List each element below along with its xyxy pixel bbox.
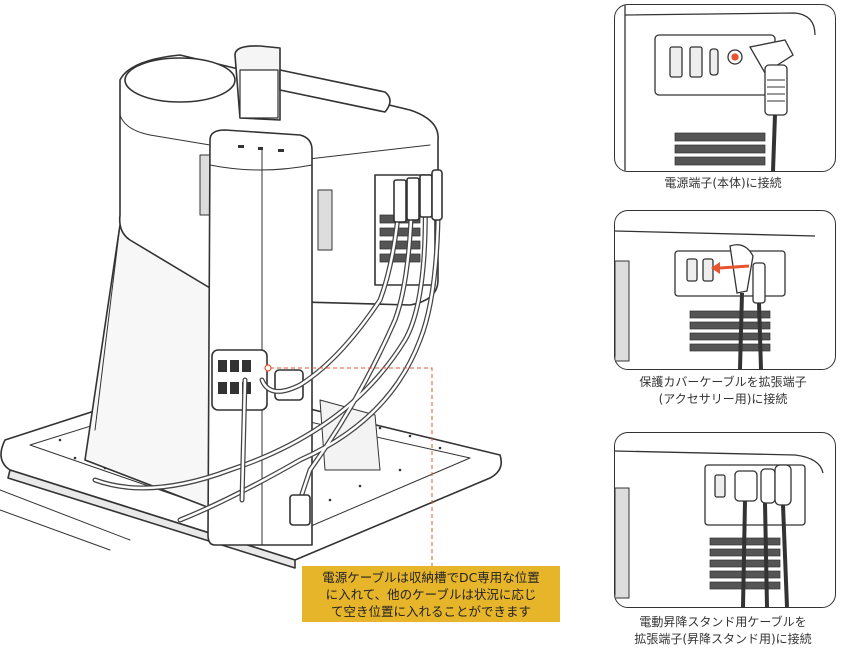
device-illustration bbox=[0, 45, 503, 569]
caption-line: 保護カバーケーブルを拡張端子 bbox=[639, 375, 807, 389]
cable-column bbox=[207, 129, 313, 546]
detail-illustration-accessory-port bbox=[615, 230, 816, 369]
detail-panel-accessory-port bbox=[614, 210, 836, 370]
caption-line: 電動昇降スタンド用ケーブルを bbox=[639, 615, 807, 629]
detail-panel-lift-stand-port bbox=[614, 432, 836, 608]
cable-organizer-clip bbox=[211, 349, 268, 411]
detail-panel-power-port bbox=[614, 4, 836, 172]
callout-box: 電源ケーブルは収納槽でDC専用な位置 に入れて、他のケーブルは状況に応じ て空き… bbox=[302, 566, 560, 622]
caption-line: 拡張端子(昇降スタンド用)に接続 bbox=[634, 632, 812, 646]
caption-line: (アクセサリー用)に接続 bbox=[658, 392, 788, 406]
caption-lift-stand-port: 電動昇降スタンド用ケーブルを 拡張端子(昇降スタンド用)に接続 bbox=[600, 614, 846, 648]
detail-illustration-lift-stand-port bbox=[615, 450, 824, 607]
callout-line: に入れて、他のケーブルは状況に応じ bbox=[325, 586, 537, 602]
caption-accessory-port: 保護カバーケーブルを拡張端子 (アクセサリー用)に接続 bbox=[600, 374, 846, 408]
detail-illustration-power-port bbox=[624, 5, 816, 171]
caption-line: 電源端子(本体)に接続 bbox=[664, 176, 782, 190]
callout-leader-line bbox=[270, 367, 433, 566]
callout-line: て空き位置に入れることができます bbox=[330, 603, 531, 619]
caption-power-port: 電源端子(本体)に接続 bbox=[600, 175, 846, 192]
callout-line: 電源ケーブルは収納槽でDC専用な位置 bbox=[322, 569, 540, 585]
